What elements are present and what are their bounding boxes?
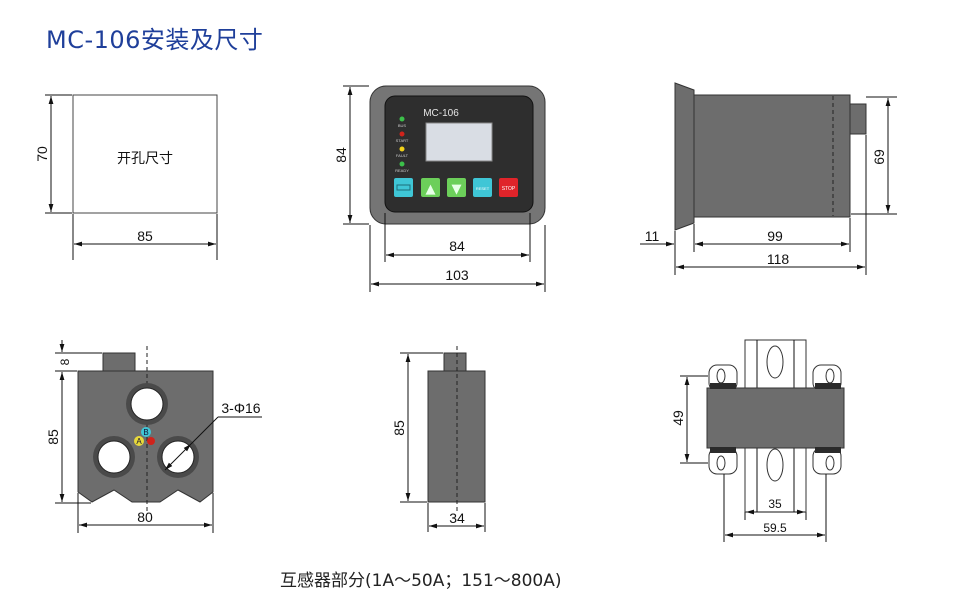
cutout-label: 开孔尺寸	[117, 151, 173, 167]
ct-hole-top	[130, 387, 164, 421]
ct-hole-spec-label: 3-Φ16	[221, 400, 260, 416]
ct-side-drawing: 85 34	[391, 346, 486, 532]
reset-label: RESET	[476, 186, 490, 191]
button-menu	[394, 178, 413, 197]
button-up	[421, 178, 440, 197]
cutout-rect	[72, 94, 218, 214]
page-title: MC-106安装及尺寸	[46, 26, 264, 54]
up-arrow-icon: ▲	[426, 182, 436, 197]
button-stop	[499, 178, 518, 197]
side-body-depth-label: 99	[767, 228, 783, 244]
ct-side-width-label: 34	[449, 510, 465, 526]
side-total-depth-label: 118	[767, 251, 790, 267]
down-arrow-icon: ▼	[452, 182, 462, 197]
phase-b-label: B	[143, 428, 148, 437]
phase-b-marker	[141, 427, 151, 437]
side-front-depth-label: 11	[645, 228, 660, 244]
button-down	[447, 178, 466, 197]
side-height-label: 69	[871, 149, 887, 165]
controller-model: MC-106	[423, 108, 459, 119]
ct-rail-body	[706, 387, 845, 449]
front-outer-width-label: 103	[445, 267, 469, 283]
cutout-drawing: 开孔尺寸 70 85	[34, 94, 218, 260]
rail-slot-top	[766, 345, 784, 379]
side-view-drawing: 69 11 99 118	[640, 82, 897, 275]
led-bus	[399, 116, 405, 122]
phase-a-label: A	[136, 437, 142, 446]
lcd-display	[425, 122, 493, 162]
ct-top-tab	[102, 352, 136, 372]
side-connector	[849, 103, 867, 135]
stop-label: STOP	[502, 186, 516, 192]
ct-front-drawing: 3-Φ16 B A 8 85 80	[45, 340, 262, 533]
phase-c-marker	[147, 437, 155, 445]
led-start-label: START	[396, 138, 409, 143]
front-inner-width-label: 84	[449, 238, 465, 254]
led-start	[399, 131, 405, 137]
ct-width-label: 80	[137, 509, 153, 525]
ct-height-label: 85	[45, 429, 61, 445]
led-ready	[399, 161, 405, 167]
ct-rail-height-label: 49	[670, 410, 686, 426]
ct-caption: 互感器部分(1A～50A；151～800A)	[280, 571, 562, 591]
led-ready-label: READY	[395, 168, 409, 173]
side-body	[693, 94, 851, 218]
led-fault-label: FAULT	[396, 153, 409, 158]
cutout-width-label: 85	[137, 228, 153, 244]
button-reset	[473, 178, 492, 197]
front-height-label: 84	[333, 147, 349, 163]
front-view-drawing: MC-106 BUS START FAULT READY ▲ ▼ RESET S…	[333, 85, 546, 292]
ct-rail-drawing: 49 35 59.5	[670, 339, 845, 542]
phase-a-marker	[134, 436, 144, 446]
menu-icon	[396, 184, 411, 191]
ct-rail-outer-label: 59.5	[763, 521, 787, 535]
led-bus-label: BUS	[398, 123, 407, 128]
side-front-flange	[674, 82, 695, 231]
ct-rail-inner-label: 35	[768, 497, 782, 511]
ct-tab-height-label: 8	[58, 358, 72, 365]
cutout-height-label: 70	[34, 146, 50, 162]
rail-slot-bottom	[766, 448, 784, 482]
ct-side-height-label: 85	[391, 420, 407, 436]
ct-hole-left	[97, 440, 131, 474]
ct-side-tab	[443, 352, 467, 372]
led-fault	[399, 146, 405, 152]
